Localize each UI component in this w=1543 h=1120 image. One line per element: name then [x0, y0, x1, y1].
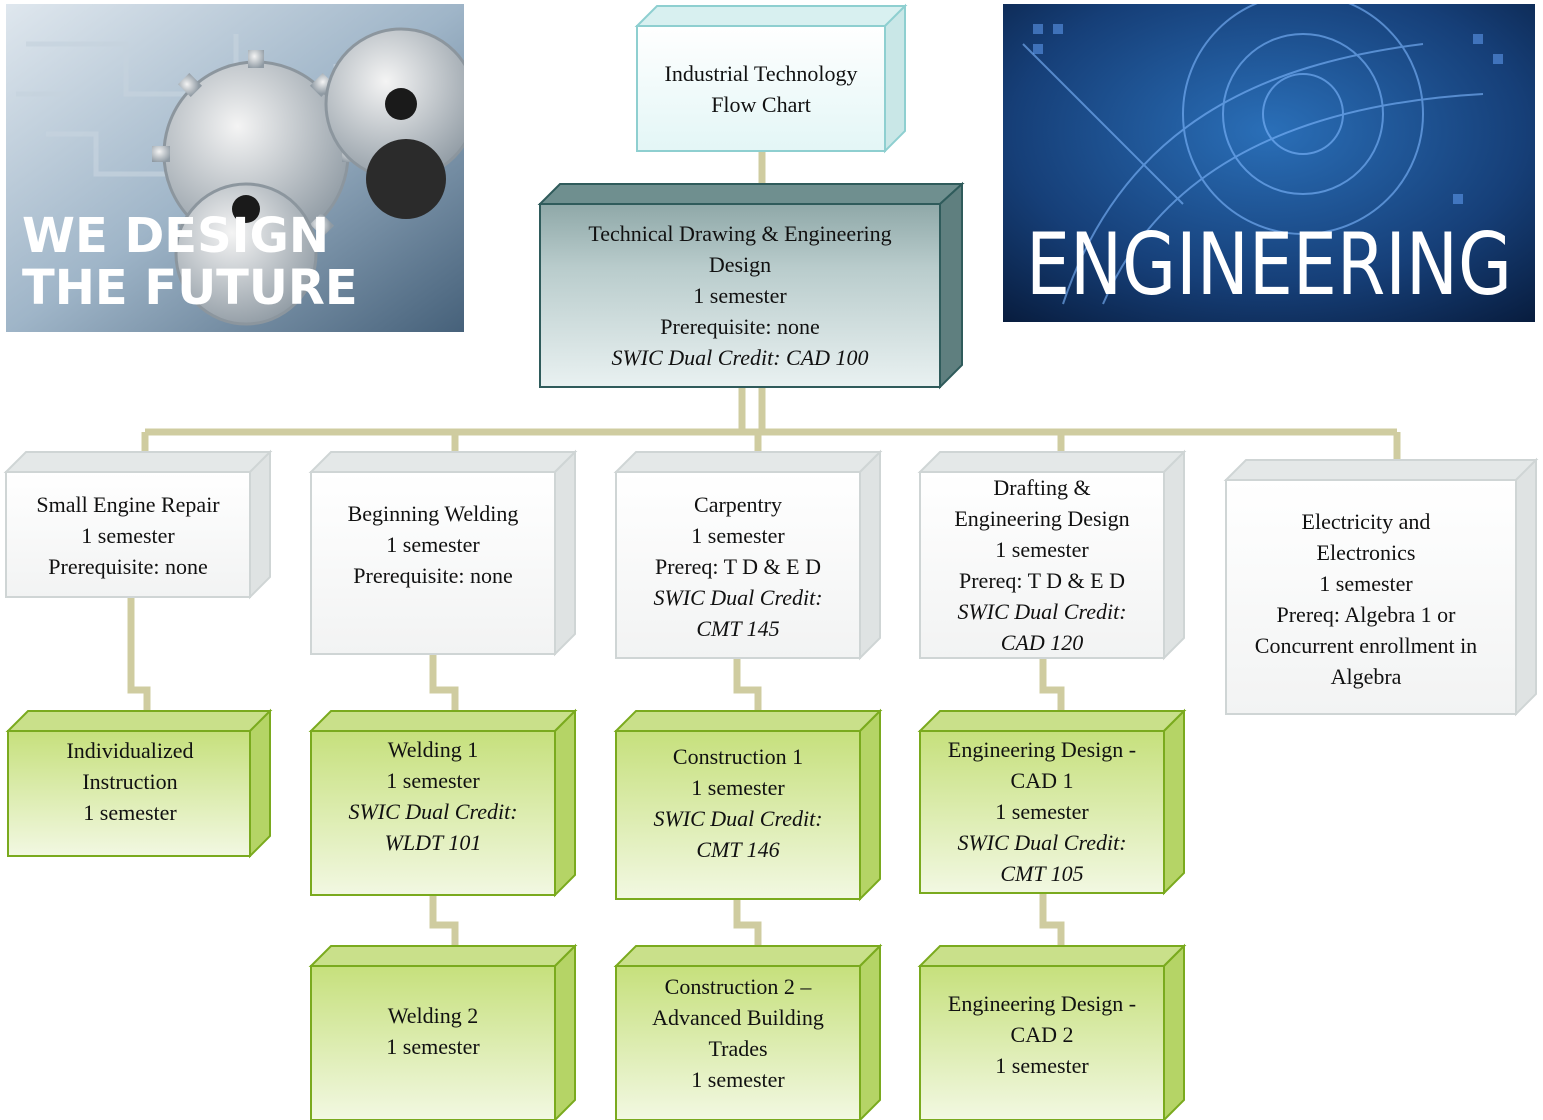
- we-design-the-future-image: WE DESIGN THE FUTURE: [6, 4, 464, 332]
- node-line: 1 semester: [691, 522, 785, 548]
- node-dual-credit-code: CMT 105: [1000, 860, 1084, 886]
- node-box-shape: [917, 943, 1187, 1120]
- node-line: 1 semester: [386, 531, 480, 557]
- connector-drafting-cad1: [1039, 657, 1065, 712]
- banner-text-line1: WE DESIGN: [22, 208, 329, 264]
- connector-welding-welding1: [429, 652, 459, 712]
- node-line: Prereq: T D & E D: [655, 553, 821, 579]
- node-line: Prerequisite: none: [353, 562, 513, 588]
- connector-construction1-construction2: [733, 898, 762, 947]
- connector-welding1-welding2: [429, 894, 459, 947]
- node-box-shape: [613, 943, 883, 1120]
- node-line: Drafting &: [993, 475, 1091, 500]
- node-line: 1 semester: [995, 537, 1089, 562]
- node-electricity-electronics: Electricity and Electronics 1 semester P…: [1223, 457, 1539, 717]
- node-box-shape: [1223, 457, 1539, 717]
- node-line: Prereq: Algebra 1 or: [1276, 602, 1456, 627]
- node-line: Trades: [708, 1036, 768, 1061]
- node-box-shape: [308, 708, 578, 898]
- banner-text-line2: THE FUTURE: [22, 260, 358, 316]
- node-line: Concurrent enrollment in: [1254, 633, 1478, 658]
- root-dual-credit: SWIC Dual Credit: CAD 100: [611, 345, 869, 370]
- node-line: Carpentry: [694, 491, 782, 517]
- node-line: 1 semester: [691, 1067, 785, 1092]
- node-welding-2: Welding 2 1 semester: [308, 943, 578, 1120]
- node-dual-credit: SWIC Dual Credit:: [653, 806, 823, 831]
- node-line: 1 semester: [386, 768, 480, 793]
- node-line: Welding 1: [387, 737, 479, 762]
- node-dual-credit: SWIC Dual Credit:: [957, 599, 1127, 624]
- node-technical-drawing: Technical Drawing & Engineering Design 1…: [537, 181, 965, 390]
- node-line: Construction 1: [672, 744, 804, 769]
- node-dual-credit: SWIC Dual Credit:: [957, 829, 1127, 855]
- connector-cad1-cad2: [1039, 892, 1065, 947]
- node-line: Instruction: [82, 768, 178, 794]
- node-box-shape: [917, 708, 1187, 896]
- root-line-1: Technical Drawing & Engineering: [588, 221, 892, 246]
- root-line-4: Prerequisite: none: [660, 314, 820, 339]
- node-line: Electronics: [1316, 540, 1416, 565]
- node-line: Construction 2 –: [664, 974, 812, 999]
- node-dual-credit-code: CAD 120: [1000, 630, 1084, 655]
- node-line: CAD 2: [1010, 1021, 1074, 1047]
- node-dual-credit: SWIC Dual Credit:: [348, 799, 518, 824]
- node-line: Individualized: [66, 737, 194, 763]
- node-small-engine-repair: Small Engine Repair 1 semester Prerequis…: [3, 449, 273, 600]
- node-line: 1 semester: [691, 775, 785, 800]
- root-line-2: Design: [708, 252, 772, 277]
- node-line: Beginning Welding: [347, 500, 519, 526]
- node-box-shape: [5, 708, 273, 859]
- node-engineering-design-cad-2: Engineering Design - CAD 2 1 semester: [917, 943, 1187, 1120]
- node-line: 1 semester: [386, 1034, 480, 1059]
- node-line: Prerequisite: none: [48, 554, 208, 579]
- node-drafting-engineering-design: Drafting & Engineering Design 1 semester…: [917, 449, 1187, 661]
- node-line: Electricity and: [1301, 509, 1431, 534]
- node-welding-1: Welding 1 1 semester SWIC Dual Credit: W…: [308, 708, 578, 898]
- node-line: 1 semester: [995, 1052, 1089, 1078]
- node-line: Small Engine Repair: [36, 492, 220, 517]
- node-line: Engineering Design -: [947, 990, 1137, 1016]
- node-line: CAD 1: [1010, 767, 1074, 793]
- node-line: 1 semester: [81, 523, 175, 548]
- node-line: 1 semester: [1319, 571, 1413, 596]
- node-dual-credit: SWIC Dual Credit:: [653, 584, 823, 610]
- node-box-shape: [3, 449, 273, 600]
- engineering-image: ENGINEERING: [1003, 4, 1535, 322]
- node-box-shape: [917, 449, 1187, 661]
- node-line: Engineering Design: [954, 506, 1130, 531]
- node-line: 1 semester: [995, 798, 1089, 824]
- node-line: Engineering Design -: [947, 736, 1137, 762]
- connector-small-engine-individualized: [127, 596, 151, 712]
- engineering-word: ENGINEERING: [1026, 215, 1512, 315]
- node-box-shape: [613, 708, 883, 902]
- flowchart-title-box: Industrial Technology Flow Chart: [634, 3, 908, 154]
- node-line: Welding 2: [387, 1003, 479, 1028]
- node-box-shape: [613, 449, 883, 661]
- title-line-2: Flow Chart: [711, 91, 811, 117]
- node-line: Algebra: [1330, 664, 1402, 689]
- node-line: 1 semester: [83, 799, 177, 825]
- node-box-shape: [308, 943, 578, 1120]
- node-dual-credit-code: CMT 145: [696, 615, 780, 641]
- node-line: Prereq: T D & E D: [959, 568, 1125, 593]
- title-line-1: Industrial Technology: [664, 60, 858, 86]
- node-beginning-welding: Beginning Welding 1 semester Prerequisit…: [308, 449, 578, 657]
- node-box-shape: [308, 449, 578, 657]
- node-construction-2: Construction 2 – Advanced Building Trade…: [613, 943, 883, 1120]
- node-individualized-instruction: Individualized Instruction 1 semester: [5, 708, 273, 859]
- node-engineering-design-cad-1: Engineering Design - CAD 1 1 semester SW…: [917, 708, 1187, 896]
- node-dual-credit-code: CMT 146: [696, 837, 780, 862]
- node-dual-credit-code: WLDT 101: [384, 830, 482, 855]
- node-line: Advanced Building: [652, 1005, 824, 1030]
- node-carpentry: Carpentry 1 semester Prereq: T D & E D S…: [613, 449, 883, 661]
- connector-carpentry-construction1: [733, 657, 762, 712]
- root-line-3: 1 semester: [693, 283, 787, 308]
- node-construction-1: Construction 1 1 semester SWIC Dual Cred…: [613, 708, 883, 902]
